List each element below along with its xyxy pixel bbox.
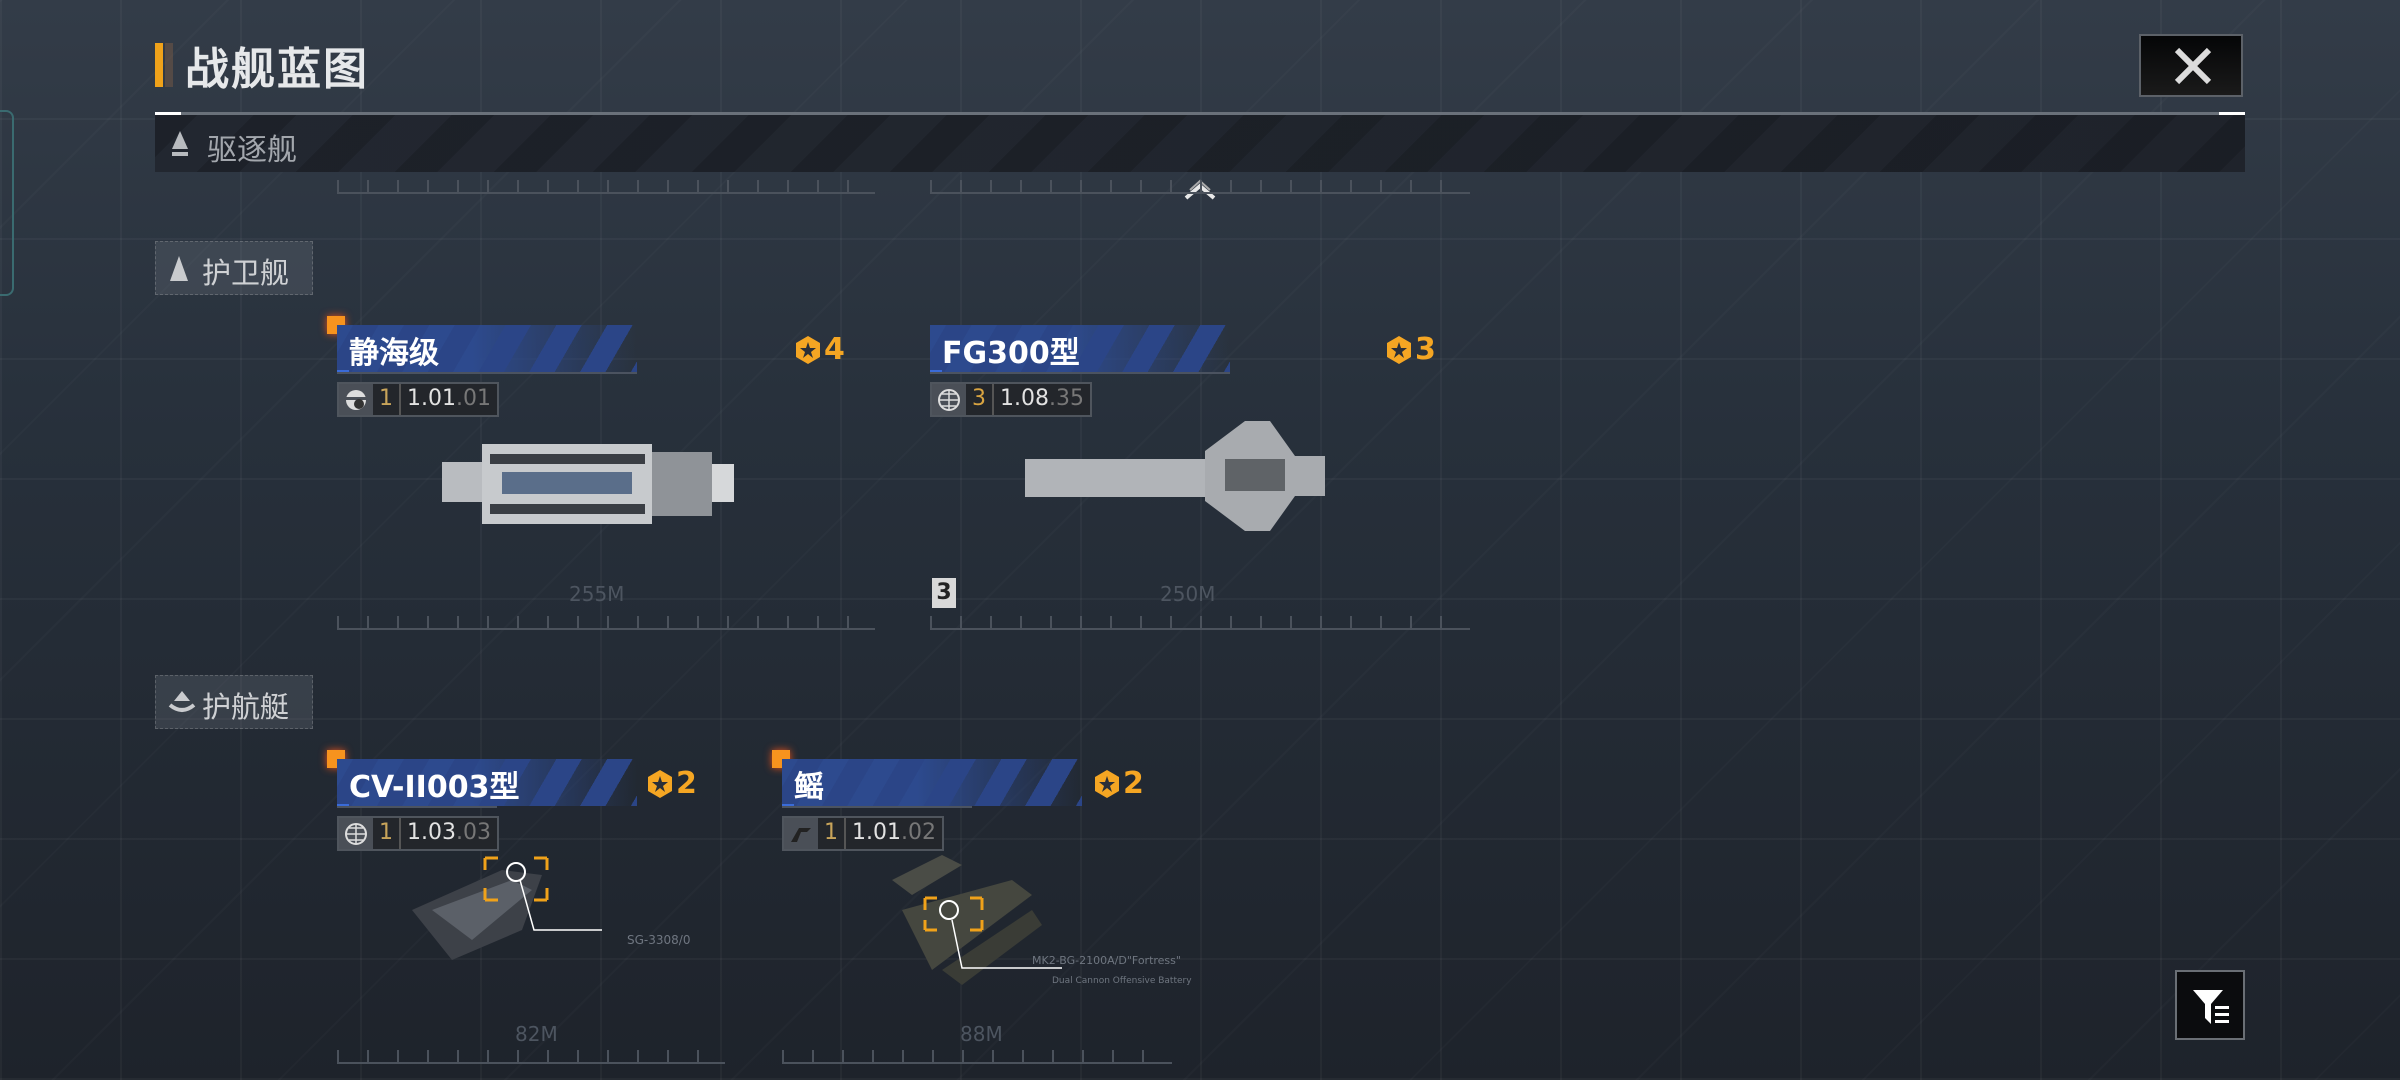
close-icon [2174,47,2212,85]
ship-card[interactable]: 静海级 4 1 1.01.01 255M [327,316,875,630]
blueprint-code: 3 1.08.35 [930,382,1092,417]
ship-image [1025,421,1325,531]
ruler [337,1042,725,1064]
destroyer-icon [172,131,188,156]
ruler [930,608,1470,630]
ship-image [412,856,602,960]
ruler [337,172,875,194]
rank-badge: 4 [795,332,845,367]
side-drawer-handle[interactable] [0,110,14,296]
rank-star-icon [648,769,672,798]
globe-icon [932,384,966,415]
name-band [782,759,1082,808]
rank-badge: 2 [1094,766,1144,801]
frigate-icon [170,256,188,281]
ship-card[interactable]: FG300型 3 3 1.08.35 3 250M [930,316,1470,630]
ship-card[interactable]: CV-II003型 2 1 1.03.03 SG-3308/0 82M [327,750,725,1064]
name-band [930,325,1230,374]
ship-image [892,855,1062,985]
ruler [782,1042,1172,1064]
divider [930,372,1230,374]
divider [782,806,972,808]
page-title: 战舰蓝图 [155,38,369,95]
close-button[interactable] [2139,34,2243,97]
rank-badge: 3 [1386,332,1436,367]
rank-star-icon [1095,769,1119,798]
ruler [930,172,1470,194]
header-mark [2219,112,2245,115]
category-label-frigate[interactable]: 护卫舰 [155,241,313,295]
filter-button[interactable] [2175,970,2245,1040]
blueprint-code: 1 1.01.02 [782,816,944,851]
ruler [337,608,875,630]
wing-faction-icon [784,818,818,849]
rank-badge: 2 [647,766,697,801]
ship-card[interactable]: 鳐 2 1 1.01.02 MK2-BG-2100A/D"Fortress" D… [772,750,1192,1064]
name-band [337,325,637,374]
title-accent [155,43,163,87]
name-band [337,759,637,808]
gear-faction-icon [339,384,373,415]
header-mark [155,112,181,115]
ship-image [442,444,734,524]
globe-icon [339,818,373,849]
category-header-destroyer[interactable]: 驱逐舰 [155,112,2245,172]
level-badge: 3 [932,578,956,608]
rank-star-icon [796,335,820,364]
blueprint-code: 1 1.01.01 [337,382,499,417]
category-label-corvette[interactable]: 护航艇 [155,675,313,729]
corvette-icon [168,691,196,712]
rank-star-icon [1387,335,1411,364]
filter-icon [2193,990,2229,1024]
divider [337,372,637,374]
divider [337,806,497,808]
blueprint-code: 1 1.03.03 [337,816,499,851]
